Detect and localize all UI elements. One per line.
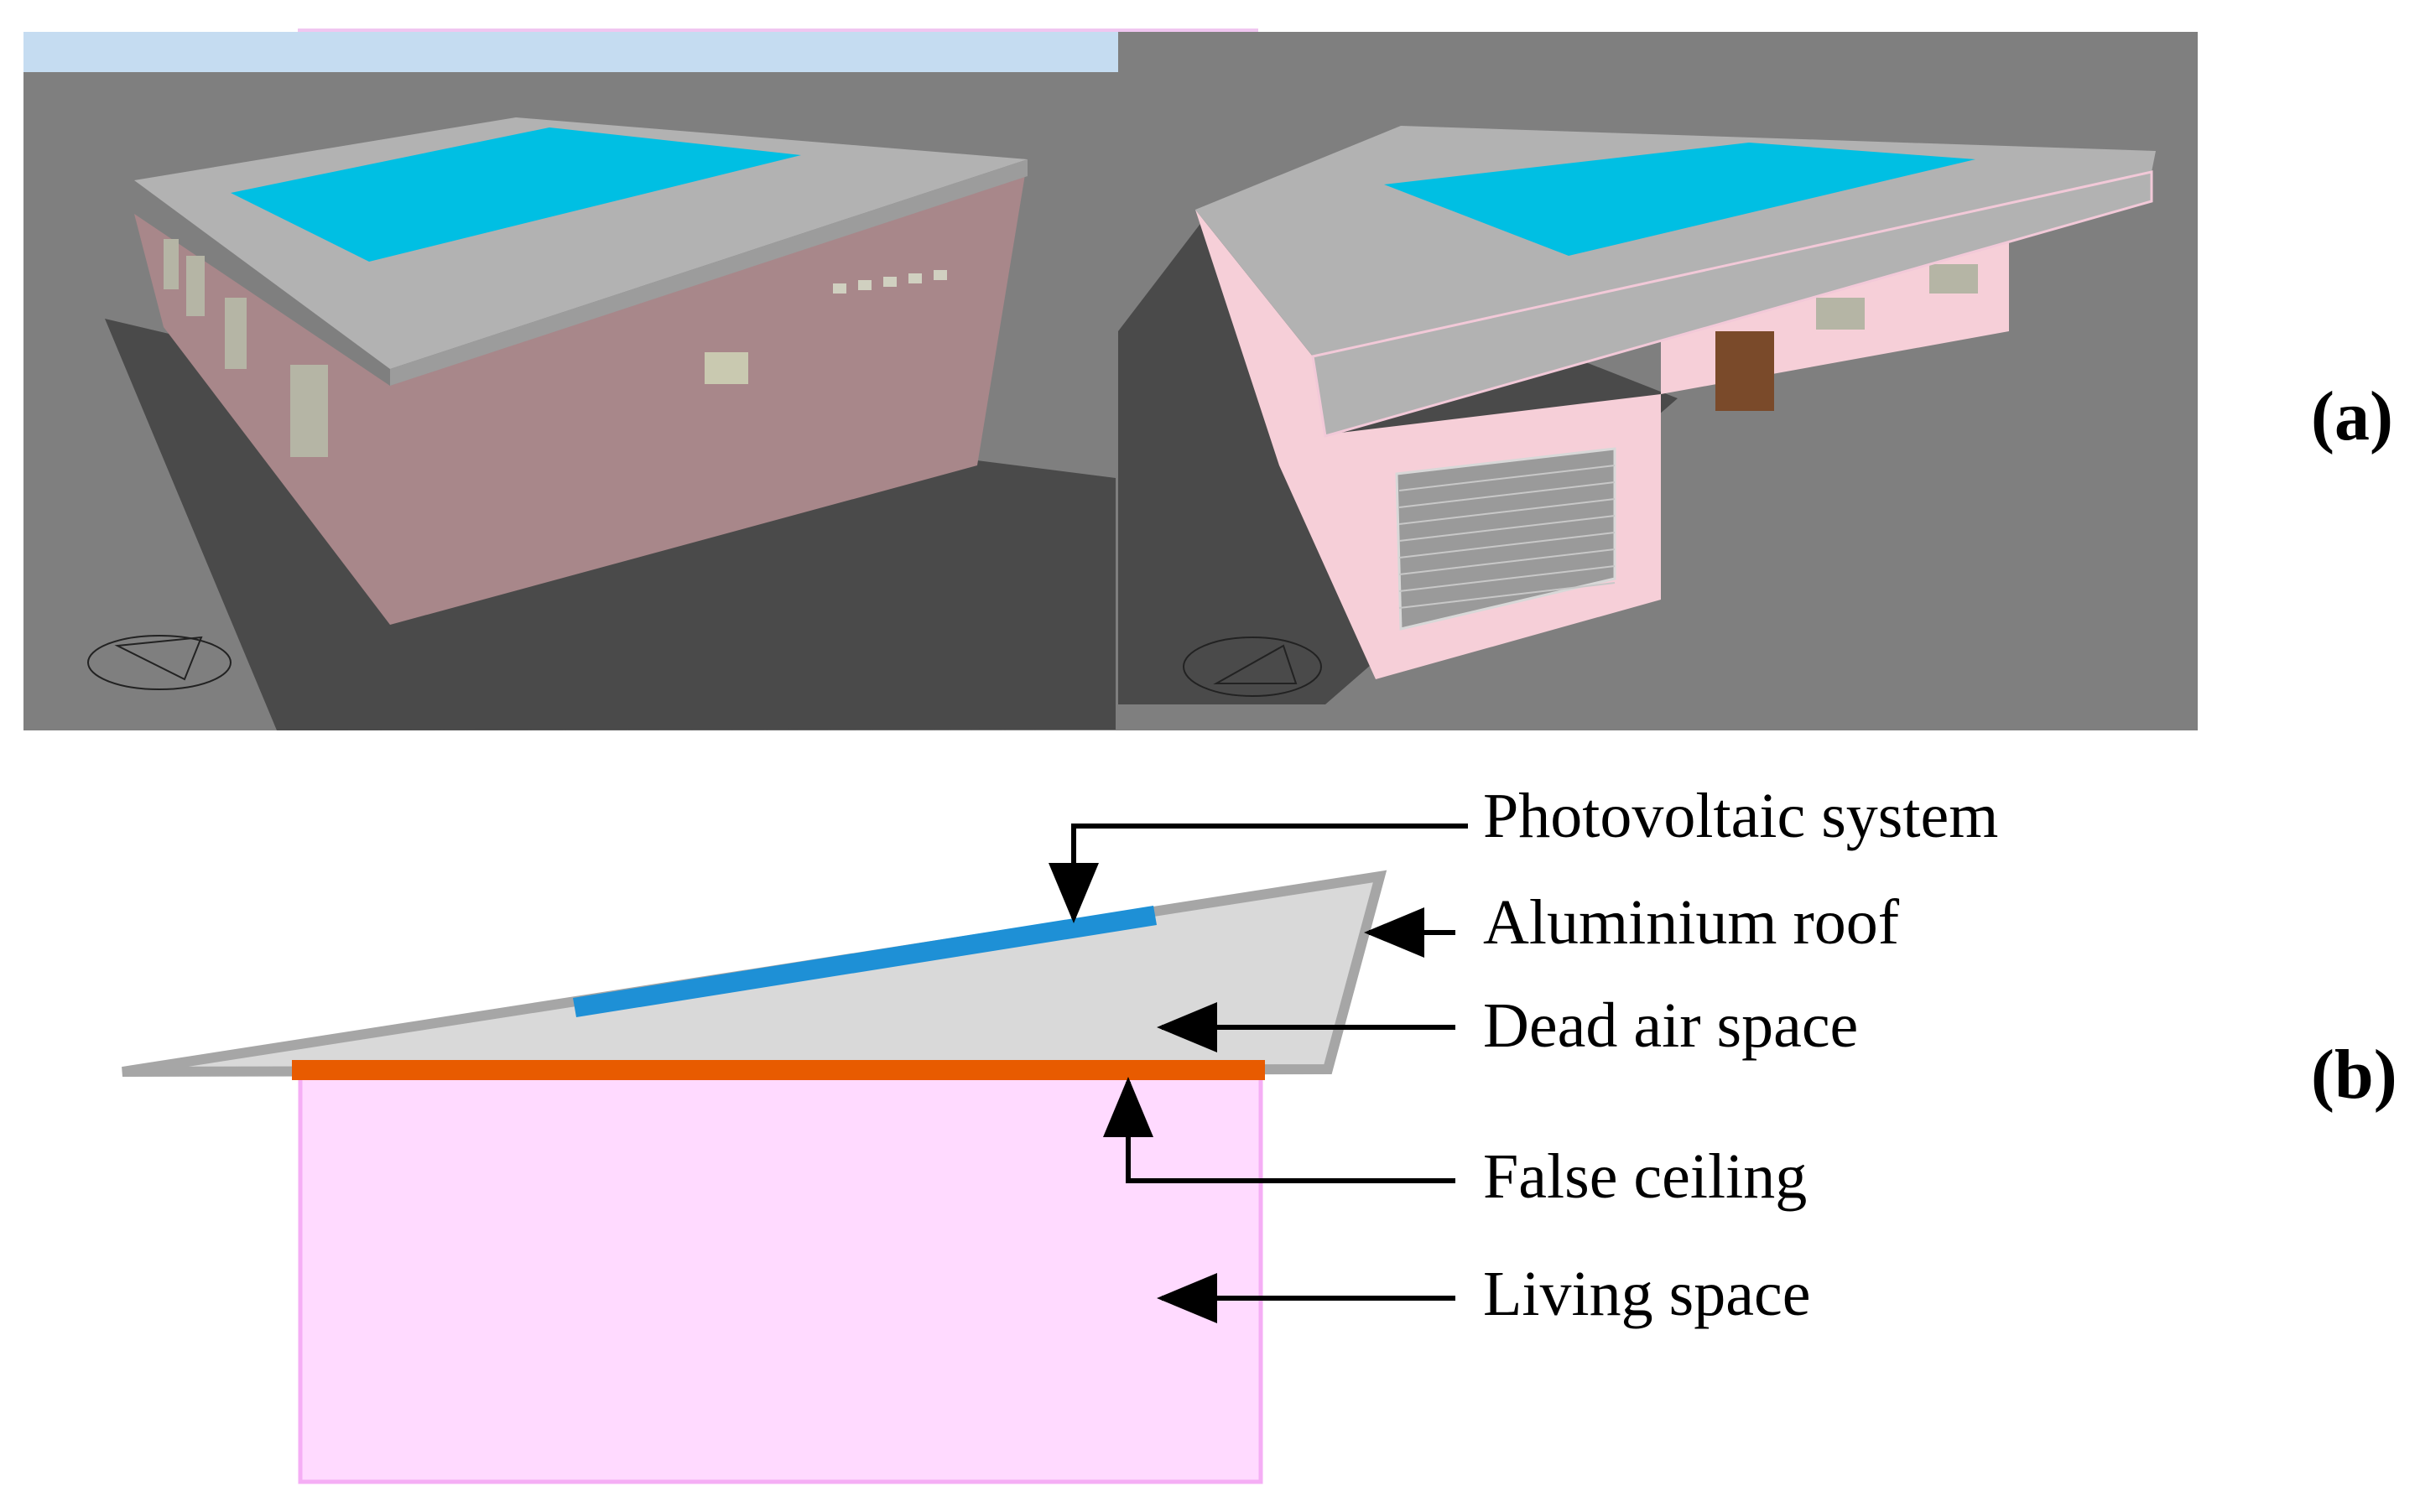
wall-right-side: [1195, 210, 1376, 679]
render-sky: [23, 32, 1118, 72]
wall-left-side: [134, 214, 390, 625]
callout-false-ceiling: False ceiling: [1483, 1141, 1808, 1212]
panel-label-b: (b): [2311, 1036, 2397, 1114]
roof-left-edge: [390, 159, 1028, 386]
compass-icon: [1183, 636, 1322, 697]
wall-left-front: [390, 159, 1028, 625]
callout-living-space: Living space: [1483, 1259, 1811, 1329]
callout-photovoltaic-system: Photovoltaic system: [1483, 781, 1999, 851]
window: [1816, 298, 1865, 330]
window: [883, 277, 897, 287]
window: [833, 283, 846, 294]
window: [225, 298, 247, 369]
false-ceiling-bar: [292, 1060, 1265, 1080]
photovoltaic-panel: [573, 906, 1157, 1017]
door: [1715, 331, 1774, 411]
roof-right-fascia: [1311, 170, 2153, 438]
house-render-left: [87, 117, 1116, 730]
panel-b-section: [122, 824, 1468, 1484]
house-render-right: [1118, 126, 2156, 704]
window: [858, 280, 872, 290]
window: [908, 273, 922, 283]
pv-render-left: [231, 127, 801, 262]
window: [1929, 264, 1978, 294]
window: [290, 365, 328, 457]
false-ceiling-arrow: [1103, 1077, 1455, 1183]
pv-arrow: [1049, 824, 1468, 923]
window: [705, 352, 748, 384]
callout-aluminium-roof: Aluminium roof: [1483, 887, 1900, 958]
garage-door-slats: [1398, 465, 1616, 609]
window: [186, 256, 205, 316]
living-space-block: [298, 1075, 1263, 1484]
pv-render-right: [1384, 143, 1975, 256]
panel-label-a: (a): [2311, 377, 2393, 455]
panel-a-renders: [23, 29, 2198, 730]
garage-door: [1395, 447, 1616, 631]
window: [934, 270, 947, 280]
compass-icon: [87, 635, 232, 690]
window: [164, 239, 179, 289]
callout-arrows: [1049, 824, 1468, 1323]
callout-dead-air-space: Dead air space: [1483, 990, 1859, 1061]
render-sky-pink: [298, 29, 1258, 32]
